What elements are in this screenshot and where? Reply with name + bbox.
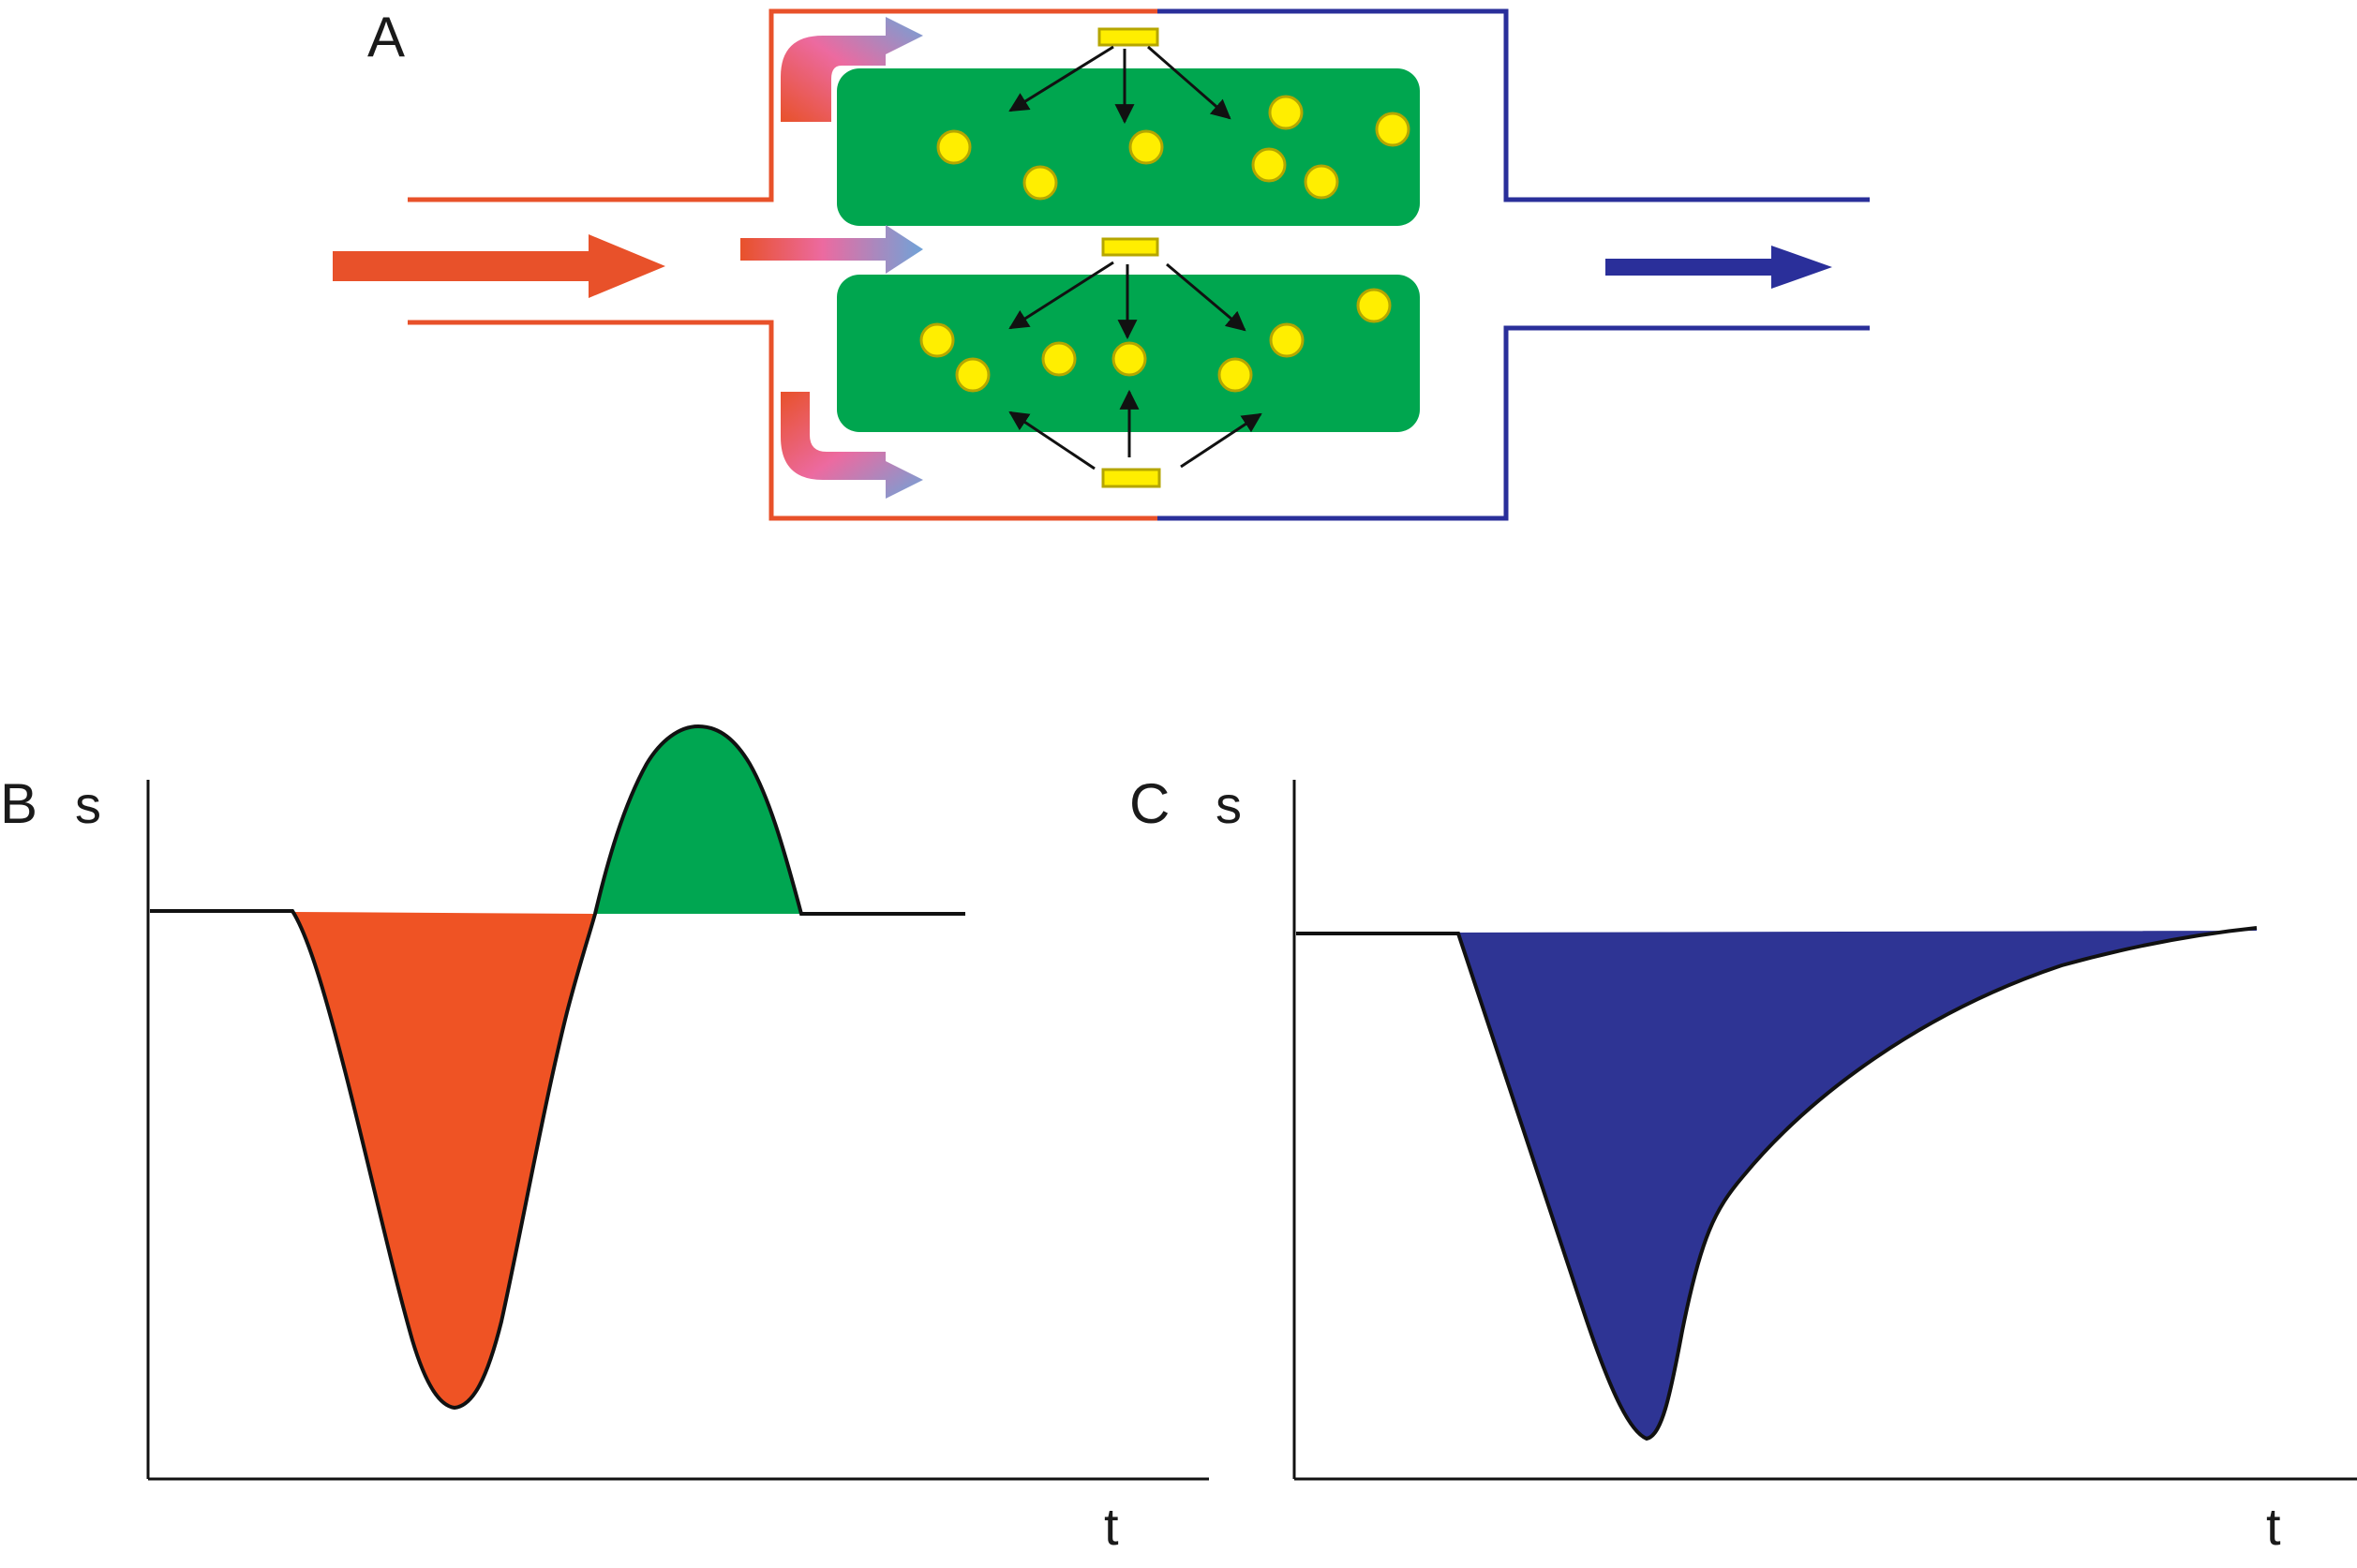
diffusion-arrow-icon (1008, 45, 1114, 112)
contrast-source-bar-icon (1101, 237, 1159, 257)
panel-a-label: A (367, 6, 405, 68)
contrast-particle-icon (1111, 341, 1147, 377)
panel-c-x-axis-label: t (2266, 1497, 2281, 1556)
venous-outflow-arrow-icon (1605, 246, 1832, 289)
panel-b-y-axis-label: s (75, 775, 101, 834)
panel-b-label: B (0, 772, 37, 835)
panel-b-x-axis-label: t (1104, 1497, 1119, 1556)
contrast-particle-icon (1022, 165, 1058, 201)
vessel-walls (408, 8, 1870, 521)
contrast-source-bar-icon (1097, 27, 1159, 47)
diffusion-arrow-icon (1166, 262, 1246, 332)
panel-c-signal-curve (1296, 926, 2258, 1441)
arterial-wall-top (408, 8, 1157, 202)
contrast-particle-icon (919, 322, 955, 358)
panel-a: A (333, 6, 1870, 521)
panel-c-y-axis-label: s (1216, 775, 1242, 834)
contrast-particle-icon (1251, 147, 1287, 183)
contrast-source-bar-icon (1101, 468, 1161, 488)
panel-b-positive-lobe (595, 726, 801, 914)
capillary-top-curl-arrow-icon (783, 18, 918, 122)
contrast-particle-icon (1041, 341, 1077, 377)
contrast-particle-icon (1304, 164, 1339, 200)
panel-b-axes (146, 780, 1209, 1481)
contrast-sources (1097, 27, 1161, 488)
contrast-particle-icon (1268, 95, 1304, 130)
contrast-particles (919, 95, 1410, 393)
venous-wall-top (1157, 8, 1870, 202)
contrast-particle-icon (936, 129, 972, 165)
panel-c: C s t (1129, 772, 2357, 1556)
diffusion-arrow-icon (1180, 412, 1262, 469)
arterial-inflow-arrow-icon (333, 234, 665, 298)
contrast-particle-icon (1356, 288, 1392, 323)
diffusion-arrow-icon (1008, 261, 1114, 330)
panel-b-negative-lobe (292, 912, 595, 1408)
venous-wall-bottom (1157, 325, 1870, 521)
contrast-particle-icon (1128, 129, 1164, 165)
contrast-particle-icon (1217, 357, 1253, 393)
arterial-wall-bottom (408, 320, 1157, 521)
diffusion-arrows (1008, 45, 1262, 470)
contrast-particle-icon (955, 357, 991, 393)
panel-c-axes (1292, 780, 2357, 1481)
panel-b-signal-curve (150, 724, 965, 1411)
capillary-top-curl-arrow-icon-body (781, 17, 923, 122)
panel-b: B s t (0, 724, 1209, 1556)
diffusion-arrow-icon (1008, 411, 1096, 470)
contrast-particle-icon (1269, 322, 1305, 358)
capillary-middle-arrow-icon (740, 225, 923, 274)
panel-c-label: C (1129, 772, 1170, 835)
contrast-particle-icon (1375, 112, 1410, 147)
diffusion-arrow-icon (1147, 45, 1231, 120)
capillary-bottom-curl-arrow-icon (781, 392, 923, 499)
tissue-block-top (837, 68, 1420, 226)
panel-c-enhancement-fill (1458, 928, 2257, 1439)
